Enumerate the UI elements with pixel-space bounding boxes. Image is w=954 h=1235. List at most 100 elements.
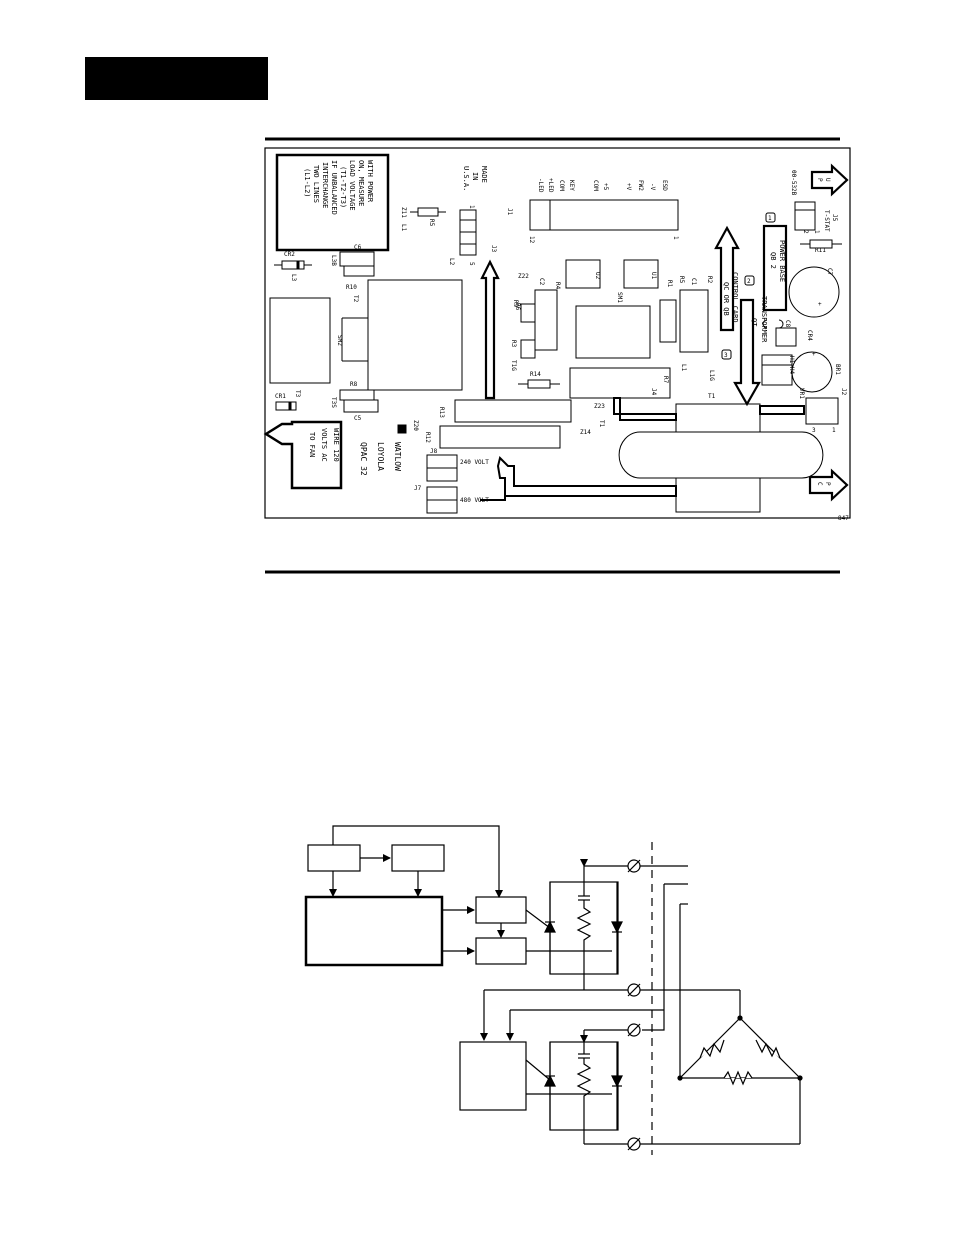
power-base-box <box>762 224 788 312</box>
ref-label: CR1 <box>275 393 286 400</box>
made-in-text: U.S.A. <box>462 166 470 191</box>
note-line: IF UNBALANCED <box>330 160 338 215</box>
ref-label: R13 <box>438 407 445 418</box>
ref-label: 1 <box>813 230 820 234</box>
brand-line: LOYOLA <box>376 442 385 471</box>
ref-label: T-STAT <box>823 210 830 232</box>
label-480: 480 VOLT <box>460 497 489 504</box>
ref-label: Z14 <box>580 429 591 436</box>
ref-label: Z22 <box>518 273 529 280</box>
firing-block-1 <box>475 896 527 924</box>
ref-label: C6 <box>354 244 362 251</box>
ref-label: R2 <box>706 276 713 284</box>
control-card-arrow <box>714 225 740 332</box>
note-line: TWO LINES <box>312 165 320 203</box>
ref-label: L3 <box>290 274 297 282</box>
j1-pin-label: ESD <box>661 180 668 191</box>
control-card-label: CONTROL CARD <box>731 272 739 323</box>
ref-label: R9 <box>512 300 519 308</box>
bottom-right-arrow <box>808 468 849 502</box>
label-240: 240 VOLT <box>460 459 489 466</box>
note-line: INTERCHANGE <box>321 162 329 208</box>
note-line: ON, MEASURE <box>357 160 365 206</box>
ref-label: 2 <box>802 230 809 234</box>
block-top-right <box>391 844 445 872</box>
ref-label: H1-H4 <box>788 356 795 374</box>
ref-label: SM2 <box>336 335 343 346</box>
control-card-label: QC OR QB <box>722 282 730 316</box>
schematic <box>304 825 803 1155</box>
made-in-text: IN <box>471 172 479 180</box>
ref-label: J4 <box>650 388 657 396</box>
ref-label: R12 <box>424 432 431 443</box>
fan-label: VOLTS AC <box>320 428 328 462</box>
note-line: (L1-L2) <box>303 168 311 198</box>
note-line: (T1-T2-T3) <box>339 166 347 208</box>
ref-label: R1 <box>666 280 673 288</box>
ref-label: CR2 <box>284 251 295 258</box>
block-top-left <box>307 844 361 872</box>
j3-arrow <box>480 259 500 400</box>
ref-label: R3 <box>510 340 517 348</box>
main-controller-block <box>304 895 444 967</box>
ref-label: J3 <box>490 245 497 253</box>
ref-label: 12 <box>528 236 535 244</box>
transformer-label: QT <box>750 318 758 327</box>
j1-pin-label: COM <box>592 180 599 191</box>
ref-label: 1 <box>832 427 836 434</box>
ref-label: Z23 <box>594 403 605 410</box>
ref-label: 1 <box>468 205 475 209</box>
ref-label: J8 <box>430 448 438 455</box>
ref-label: R7 <box>662 376 669 384</box>
ref-label: C2 <box>538 278 545 286</box>
note-line: WITH POWER <box>366 160 374 203</box>
ref-label: R6 <box>514 303 521 311</box>
ref-label: R10 <box>346 284 357 291</box>
arrow-label: P <box>816 178 823 182</box>
ref-label: U2 <box>594 272 601 280</box>
top-right-arrow <box>810 163 849 197</box>
ref-label: VR1 <box>798 388 805 399</box>
j1-pin-label: KEY <box>568 180 575 191</box>
ref-label: R4 <box>554 282 561 290</box>
ref-label: CR4 <box>806 330 813 341</box>
note-line: LOAD VOLTAGE <box>348 160 356 211</box>
j1-pin-label: COM <box>558 180 565 191</box>
ref-label: L2 <box>448 258 455 266</box>
ref-label: C1 <box>690 278 697 286</box>
ref-label: 1 <box>672 236 679 240</box>
ref-label: Z20 <box>412 420 419 431</box>
ref-label: T1 <box>708 393 716 400</box>
part-number: 00-532B <box>790 170 797 196</box>
ref-label: T2 <box>352 295 359 303</box>
header-block <box>85 57 268 100</box>
ref-label: T1G <box>510 360 517 371</box>
note-box <box>275 153 390 252</box>
callout-number: 1 <box>768 215 772 222</box>
arrow-label: U <box>824 178 831 182</box>
fan-label: TO FAN <box>308 432 316 457</box>
j1-pin-label: -LED <box>537 178 544 193</box>
ref-label: T3S <box>330 397 337 408</box>
ref-label: 5 <box>468 262 475 266</box>
ref-label: R8 <box>350 381 358 388</box>
ref-label: U1 <box>650 272 657 280</box>
j1-pin-label: +V <box>625 183 632 191</box>
ref-label: J1 <box>506 208 513 216</box>
made-in-text: MADE <box>480 166 488 183</box>
ref-label: R11 <box>815 247 826 254</box>
ref-label: + <box>812 351 816 358</box>
j1-pin-label: +LED <box>547 178 554 193</box>
power-base-label: QB 2 <box>769 252 777 269</box>
ref-label: Z11 <box>400 207 407 218</box>
ref-label: J2 <box>840 388 847 396</box>
transformer-arrow <box>733 298 761 407</box>
arrow-label: P <box>824 482 831 486</box>
j1-pin-label: -V <box>649 183 656 191</box>
board-layout: WITH POWER ON, MEASURE LOAD VOLTAGE (T1-… <box>263 147 851 522</box>
fan-arrow <box>263 420 343 490</box>
ref-label: C8 <box>784 320 791 328</box>
ref-label: C7 <box>826 268 833 276</box>
j1-pin-label: FW2 <box>637 180 644 191</box>
